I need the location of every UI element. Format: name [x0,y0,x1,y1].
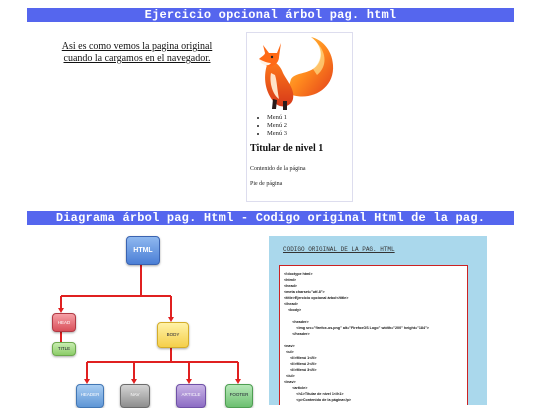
tree-node-html: HTML [126,236,160,265]
tree-node-header: HEADER [76,384,104,408]
preview-menu: Menú 1 Menú 2 Menú 3 [247,114,287,138]
top-banner: Ejercicio opcional árbol pag. html [27,8,514,22]
firefox-logo [259,37,334,110]
tree-node-body: BODY [157,322,189,348]
code-line: <ul> [284,350,294,354]
tree-node-footer: FOOTER [225,384,253,408]
tree-node-article: ARTICLE [176,384,206,408]
code-line: <h1>Titular de nivel 1</h1> [284,392,344,396]
code-line: </nav> [284,380,296,384]
tree-node-title: TITLE [52,342,76,356]
preview-heading: Titular de nivel 1 [250,143,324,154]
code-line: </header> [284,332,310,336]
code-line: <li>Menú 3</li> [284,368,317,372]
code-line: <body> [284,308,302,312]
code-line: </head> [284,302,298,306]
code-panel-title: CODIGO ORIGINAL DE LA PAG. HTML [283,246,395,253]
code-line: <img src="firefox-os.png" alt="FirefoxOS… [284,326,429,330]
preview-menu-item: Menú 2 [267,122,287,130]
section-banner: Diagrama árbol pag. Html - Codigo origin… [27,211,514,225]
preview-footer: Pie de página [250,181,283,187]
intro-note-line-2: cuando la cargamos en el navegador. [63,53,211,64]
code-line: <html> [284,278,297,282]
code-line: <!doctype html> [284,272,313,276]
code-line: <p>Contenido de la página</p> [284,398,352,402]
preview-menu-item: Menú 3 [267,130,287,138]
code-lines: <!doctype html> <html> <head> <meta char… [280,266,467,405]
code-line: </ul> [284,374,295,378]
code-line: <title>Ejercicio opcional árbol</title> [284,296,349,300]
code-line: <header> [284,320,309,324]
tree-connectors [58,263,241,384]
code-line: <li>Menú 1</li> [284,356,317,360]
page-preview: Menú 1 Menú 2 Menú 3 Titular de nivel 1 … [246,32,353,202]
preview-menu-item: Menú 1 [267,114,287,122]
dom-tree-diagram: HTML HEAD TITLE BODY HEADER NAV ARTICLE … [40,236,253,408]
tree-node-nav: NAV [120,384,150,408]
code-line: <article> [284,386,308,390]
code-line: <nav> [284,344,295,348]
code-listing: <!doctype html> <html> <head> <meta char… [279,265,468,405]
source-code-panel: CODIGO ORIGINAL DE LA PAG. HTML <!doctyp… [269,236,487,405]
tree-node-head: HEAD [52,313,76,332]
intro-note: Asi es como vemos la pagina original cua… [52,41,222,65]
code-line: <li>Menú 2</li> [284,362,317,366]
code-line: <head> [284,284,297,288]
intro-note-line-1: Asi es como vemos la pagina original [61,41,213,52]
preview-content: Contenido de la página [250,166,306,172]
code-line: <meta charset="utf-8"> [284,290,325,294]
